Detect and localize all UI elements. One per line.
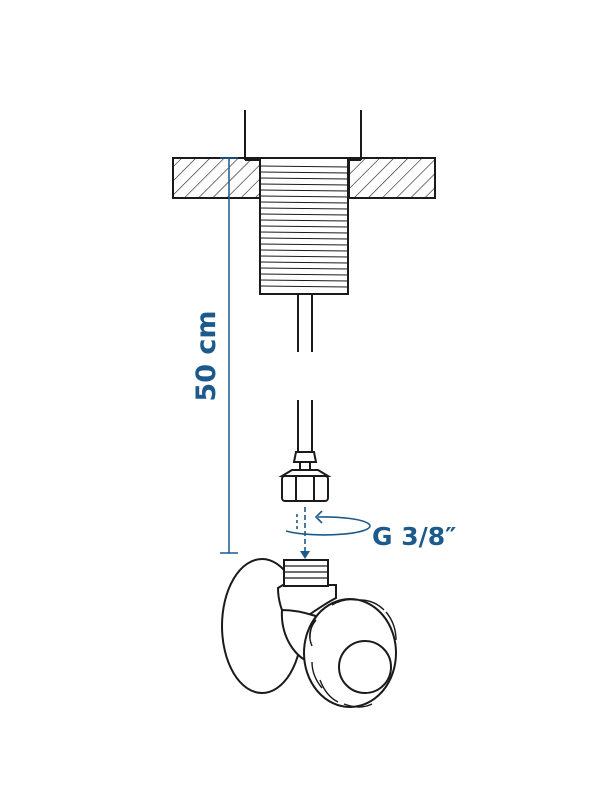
rotate-arrow-icon [285, 510, 371, 536]
shank-thread-line [259, 267, 349, 270]
shank-thread-line [259, 261, 349, 264]
counter-right-section [348, 157, 436, 199]
shank-thread-line [259, 243, 349, 246]
shank-thread-line [259, 219, 349, 222]
counter-top [172, 157, 436, 199]
shank-thread-line [259, 183, 349, 186]
shank-thread-line [259, 231, 349, 234]
distance-label: 50 cm [191, 310, 222, 401]
shank-thread-line [259, 207, 349, 210]
shank-thread-line [259, 225, 349, 228]
shank-thread-line [259, 195, 349, 198]
angle-valve [221, 558, 397, 708]
shank-thread-line [259, 201, 349, 204]
shank-thread-line [259, 165, 349, 168]
shank-thread-line [259, 237, 349, 240]
shank-thread-line [259, 177, 349, 180]
shank-thread-line [259, 285, 349, 288]
shank-thread-line [259, 213, 349, 216]
down-arrow-icon [300, 507, 310, 559]
hose-nut [278, 451, 332, 502]
shank-thread-line [259, 189, 349, 192]
handle-knurl [309, 598, 397, 708]
shank-thread-line [259, 255, 349, 258]
thread-size-label: G 3/8″ [372, 522, 456, 551]
valve-inlet-thread [283, 559, 329, 587]
threaded-shank [259, 157, 349, 295]
faucet-base [244, 110, 362, 161]
distance-dimension [220, 157, 238, 554]
handle-cap [338, 640, 392, 694]
counter-left-section [172, 157, 261, 199]
shank-thread-line [259, 279, 349, 282]
shank-thread-line [259, 171, 349, 174]
flex-hose [297, 294, 313, 452]
shank-thread-line [259, 249, 349, 252]
shank-thread-line [259, 273, 349, 276]
